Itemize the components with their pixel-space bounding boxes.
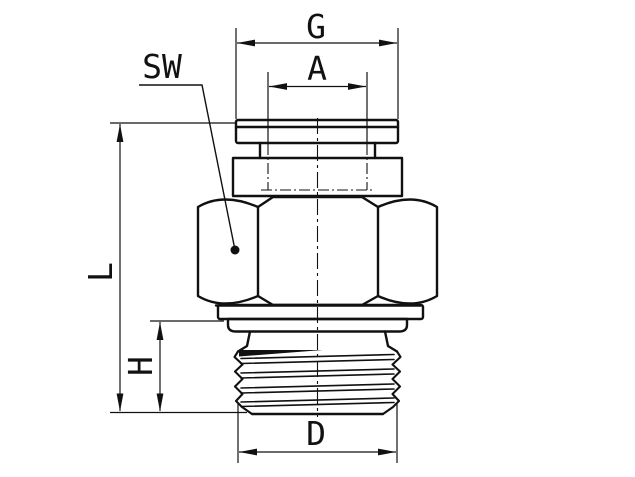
callout-sw: SW <box>139 47 240 255</box>
thread-line <box>240 373 395 379</box>
shank-left-edge <box>236 330 252 353</box>
thread-runout-fill <box>239 350 323 357</box>
thread-helix-lines <box>240 353 395 408</box>
h-dimension-label: H <box>121 356 160 376</box>
dimension-g: G <box>235 7 399 119</box>
l-dimension-label: L <box>81 262 120 282</box>
g-dimension-label: G <box>306 7 326 46</box>
dimension-d: D <box>237 404 398 463</box>
thread-line <box>240 358 395 365</box>
hex-body-outline <box>196 195 439 307</box>
d-arrow-left <box>239 448 257 456</box>
dimension-a: A <box>267 49 368 144</box>
hidden-bore-lines <box>261 144 374 191</box>
h-arrow-bottom <box>156 393 164 412</box>
male-thread <box>233 350 402 416</box>
a-arrow-left <box>269 83 287 90</box>
a-arrow-right <box>348 83 366 90</box>
g-arrow-left <box>237 39 255 47</box>
l-arrow-bottom <box>116 393 124 412</box>
thread-line <box>240 401 395 408</box>
h-arrow-top <box>156 322 164 340</box>
d-dimension-label: D <box>306 414 326 453</box>
release-cap-outline <box>234 118 400 145</box>
sw-leader-line <box>139 84 236 251</box>
thread-left-profile <box>233 350 254 416</box>
l-arrow-top <box>116 124 124 142</box>
thread-line <box>240 383 395 389</box>
thread-right-profile <box>381 350 402 416</box>
sw-label: SW <box>142 47 182 86</box>
dimension-h: H <box>121 320 224 412</box>
thread-line <box>240 353 395 360</box>
g-arrow-right <box>379 39 397 47</box>
shoulder-outline <box>226 317 409 333</box>
a-dimension-label: A <box>307 49 327 88</box>
thread-line <box>240 388 395 394</box>
dimension-l: L <box>81 122 247 414</box>
washer-flange-outline <box>216 303 425 321</box>
sw-leader-dot <box>230 245 240 255</box>
thread-line <box>240 368 395 374</box>
shank-right-edge <box>383 330 399 353</box>
thread-line <box>240 397 395 403</box>
d-arrow-right <box>378 448 396 456</box>
fitting-body <box>196 118 439 353</box>
